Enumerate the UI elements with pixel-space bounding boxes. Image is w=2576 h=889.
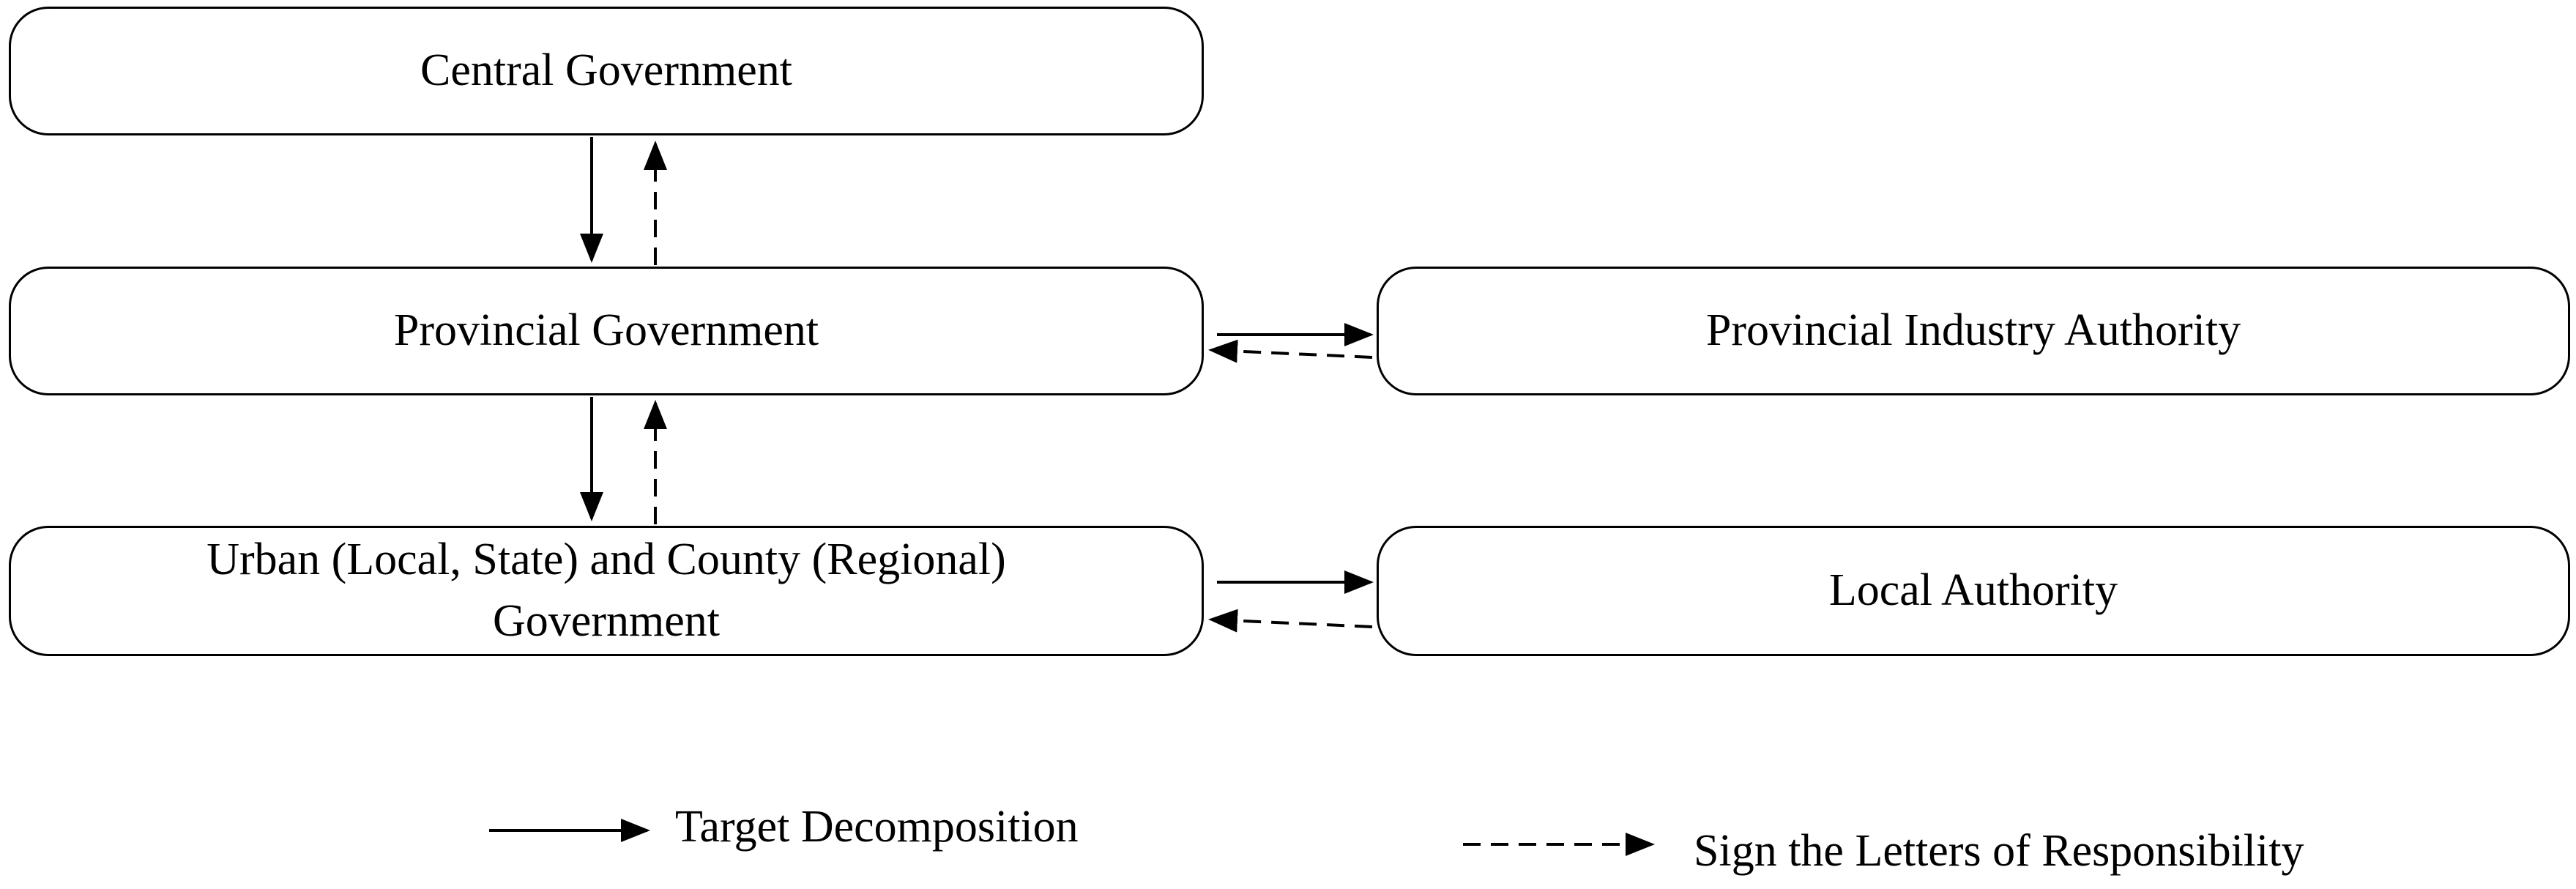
node-label: Urban (Local, State) and County (Regiona…: [206, 535, 1006, 646]
legend-dashed-label: Sign the Letters of Responsibility: [1694, 826, 2304, 876]
node-central-government: Central Government: [9, 7, 1204, 135]
node-label: Central Government: [420, 45, 792, 96]
arrow-local-to-urban: [1208, 609, 1373, 633]
node-label: Provincial Industry Authority: [1705, 305, 2241, 356]
node-local-authority: Local Authority: [1377, 526, 2570, 656]
node-provincial-government: Provincial Government: [9, 267, 1204, 395]
node-label: Local Authority: [1828, 565, 2118, 616]
node-label: Provincial Government: [393, 305, 819, 356]
legend-solid-label: Target Decomposition: [675, 802, 1079, 852]
node-provincial-industry-authority: Provincial Industry Authority: [1377, 267, 2570, 395]
arrow-industry-to-provincial: [1208, 339, 1373, 363]
node-urban-county-government: Urban (Local, State) and County (Regiona…: [9, 526, 1204, 656]
